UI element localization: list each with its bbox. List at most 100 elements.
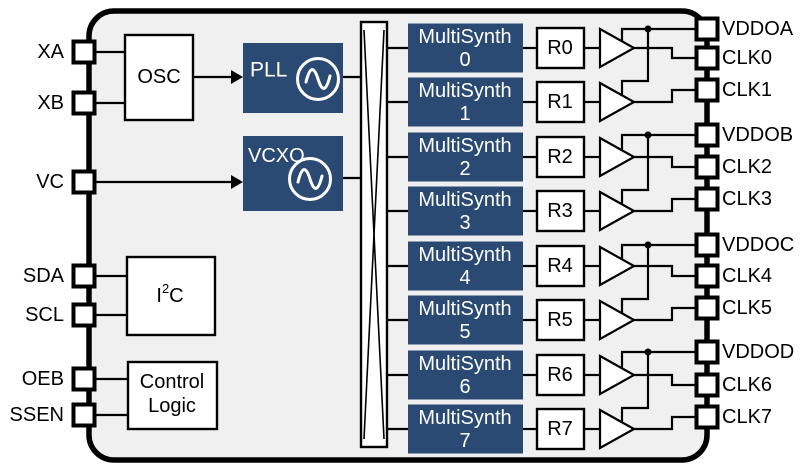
multisynth3-label: MultiSynth: [418, 189, 511, 211]
multisynth5-block: [408, 295, 523, 345]
pin-oeb: [71, 366, 97, 392]
pin-vddoc: [694, 232, 720, 258]
wire-buffer6-clk6: [634, 373, 697, 387]
sine-wave-icon: [296, 168, 324, 190]
crossbar-x-line: [363, 29, 385, 440]
pin-sda: [71, 263, 97, 289]
multisynth6-label: MultiSynth: [418, 353, 511, 375]
control-logic-block: [126, 360, 219, 431]
pin-label-clk4: CLK4: [722, 265, 772, 287]
multisynth5-index: 5: [459, 321, 470, 343]
r5-label: R5: [547, 309, 573, 331]
i2c-label-pre: I: [156, 285, 162, 307]
multisynth0-label: MultiSynth: [418, 26, 511, 48]
output-buffer-icon: [598, 408, 637, 450]
pin-label-vddob: VDDOB: [722, 124, 793, 146]
r3-label: R3: [547, 200, 573, 222]
multisynth1-index: 1: [459, 103, 470, 125]
pin-label-clk0: CLK0: [722, 47, 772, 69]
pin-label-vc: VC: [36, 171, 64, 193]
pin-clk2: [694, 154, 720, 180]
multisynth6-index: 6: [459, 376, 470, 398]
wire-buffer5-clk5: [634, 306, 697, 322]
multisynth4-index: 4: [459, 267, 470, 289]
multisynth0-block: [408, 23, 523, 73]
sine-wave-icon: [288, 157, 332, 201]
junction-dot: [644, 241, 652, 249]
pin-label-vddod: VDDOD: [722, 341, 794, 363]
i2c-label-sup: 2: [162, 281, 169, 296]
osc-block: [123, 33, 195, 122]
vcxo-label: VCXO: [248, 145, 305, 167]
output-buffer-icon: [598, 136, 637, 178]
pin-label-xb: XB: [37, 92, 64, 114]
pin-clk7: [694, 404, 720, 430]
junction-dot: [644, 348, 652, 356]
r6-divider-block: [535, 353, 586, 397]
arrowhead-icon: [231, 70, 243, 84]
pll-label: PLL: [250, 59, 287, 82]
pin-label-oeb: OEB: [22, 368, 64, 390]
multisynth2-block: [408, 132, 523, 182]
r0-label: R0: [547, 37, 573, 59]
multisynth5-label: MultiSynth: [418, 298, 511, 320]
vcxo-block: [243, 136, 343, 211]
wire-buffer7-clk7: [634, 415, 697, 431]
multisynth4-label: MultiSynth: [418, 244, 511, 266]
wire-buffer0-clk0: [634, 46, 697, 60]
control-logic-label-line1: Control: [140, 371, 204, 393]
arrowhead-icon: [231, 175, 243, 189]
i2c-label: I2C: [156, 281, 183, 308]
r7-label: R7: [547, 418, 573, 440]
pin-vddoa: [694, 16, 720, 42]
r2-label: R2: [547, 146, 573, 168]
wire-vddob-rail: [620, 133, 697, 151]
i2c-block: [125, 255, 217, 337]
output-buffer-icon: [598, 190, 637, 232]
wire-vddoc-rail-branch: [620, 245, 650, 314]
pin-label-scl: SCL: [25, 304, 64, 326]
pin-xb: [71, 90, 97, 116]
pin-clk3: [694, 186, 720, 212]
r1-label: R1: [547, 91, 573, 113]
pin-label-clk3: CLK3: [722, 188, 772, 210]
pin-label-xa: XA: [37, 41, 64, 63]
r4-label: R4: [547, 255, 573, 277]
pin-label-sda: SDA: [23, 265, 65, 287]
r2-divider-block: [535, 135, 586, 179]
junction-dot: [644, 131, 652, 139]
multisynth6-block: [408, 350, 523, 400]
output-buffer-icon: [598, 245, 637, 287]
pin-label-clk5: CLK5: [722, 297, 772, 319]
pin-clk4: [694, 263, 720, 289]
multisynth1-block: [408, 77, 523, 127]
pin-vddod: [694, 339, 720, 365]
pin-label-clk1: CLK1: [722, 79, 772, 101]
r6-label: R6: [547, 364, 573, 386]
control-logic-label-line2: Logic: [148, 395, 196, 417]
multisynth2-index: 2: [459, 158, 470, 180]
junction-dot: [644, 25, 652, 33]
pin-vc: [71, 169, 97, 195]
wire-buffer3-clk3: [634, 197, 697, 213]
pin-clk1: [694, 77, 720, 103]
pin-clk0: [694, 45, 720, 71]
pin-label-ssen: SSEN: [10, 404, 64, 426]
wire-vddoa-rail: [620, 27, 697, 42]
multisynth1-label: MultiSynth: [418, 80, 511, 102]
wire-buffer1-clk1: [634, 88, 697, 104]
wire-vddod-rail-branch: [620, 352, 650, 423]
pin-clk6: [694, 372, 720, 398]
multisynth7-label: MultiSynth: [418, 407, 511, 429]
wire-buffer2-clk2: [634, 155, 697, 169]
output-buffer-icon: [598, 27, 637, 69]
multisynth3-index: 3: [459, 212, 470, 234]
pin-scl: [71, 302, 97, 328]
multisynth4-block: [408, 241, 523, 291]
i2c-label-post: C: [169, 285, 183, 307]
wire-buffer4-clk4: [634, 264, 697, 278]
wire-vddob-rail-branch: [620, 135, 650, 205]
pll-block: [243, 43, 343, 113]
